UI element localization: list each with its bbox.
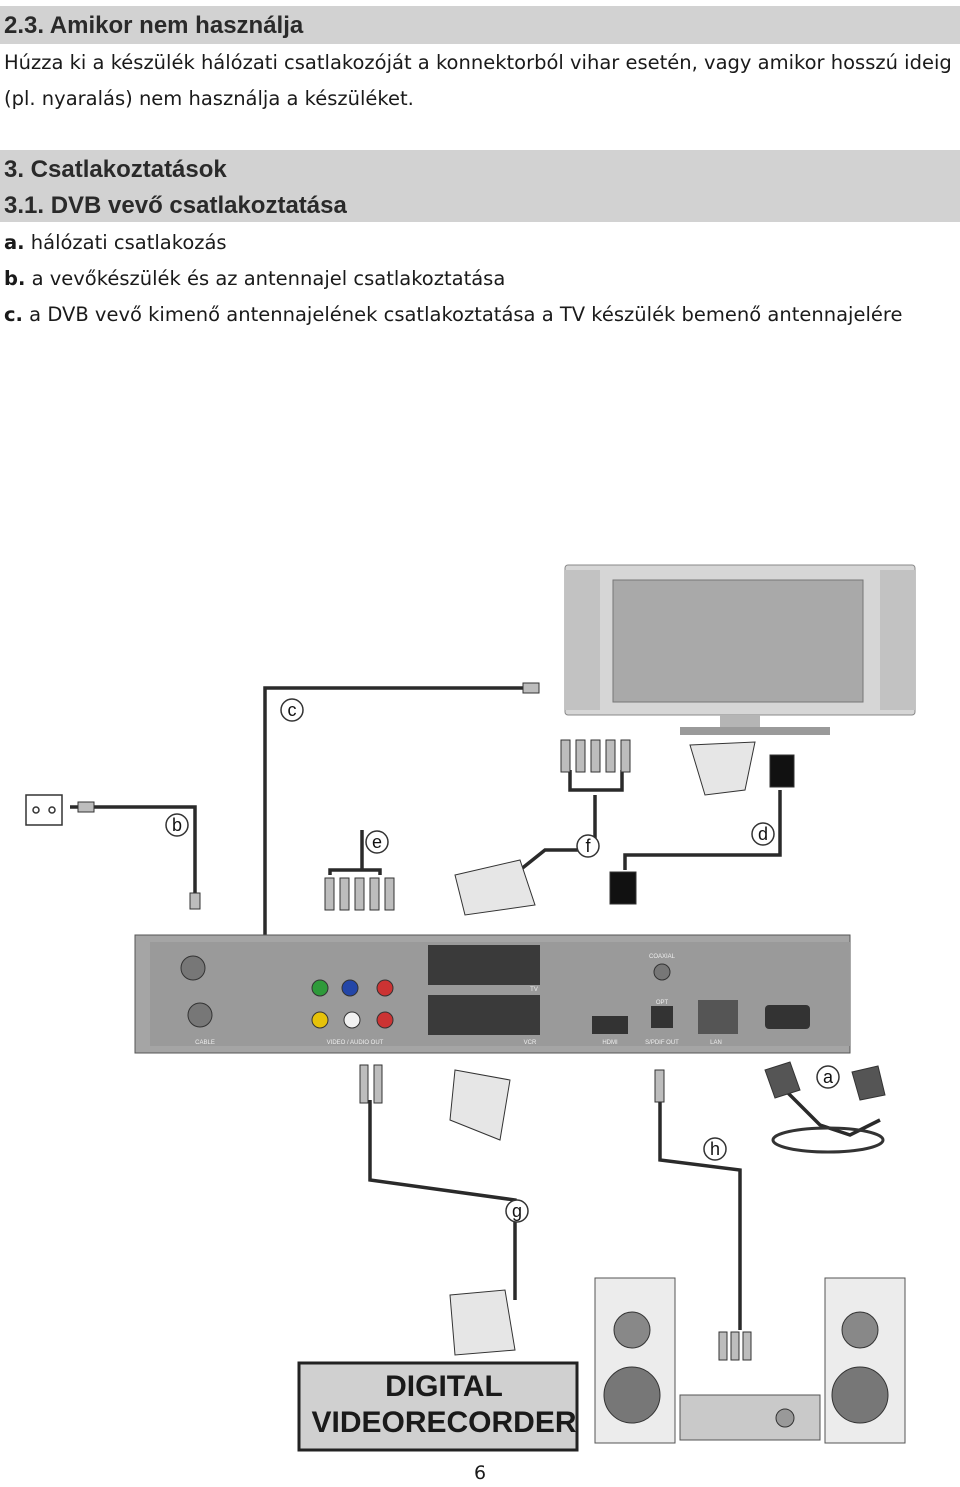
- callout-g: g: [512, 1201, 522, 1221]
- callout-d: d: [758, 824, 768, 844]
- panel-label-lan: LAN: [710, 1040, 722, 1046]
- callout-a: a: [823, 1067, 834, 1087]
- callout-f: f: [585, 836, 591, 856]
- page-number: 6: [473, 1462, 487, 1484]
- hifi-system-illustration: [594, 1277, 906, 1444]
- callout-labels: a b c d e f g h: [165, 698, 840, 1223]
- vcr-label-line2: VIDEORECORDER: [311, 1406, 576, 1439]
- list-text: a DVB vevő kimenő antennajelének csatlak…: [22, 303, 903, 326]
- power-cord-coil: [771, 1126, 885, 1154]
- section-3-header: 3. Csatlakoztatások 3.1. DVB vevő csatla…: [0, 150, 960, 222]
- section-2-3-body: Húzza ki a készülék hálózati csatlakozój…: [4, 51, 952, 110]
- section-3-1-title: 3.1. DVB vevő csatlakoztatása: [4, 192, 347, 219]
- tv-illustration: [564, 564, 916, 735]
- panel-label-hdmi: HDMI: [602, 1040, 618, 1046]
- list-letter: c.: [4, 303, 23, 326]
- panel-label-video-audio: VIDEO / AUDIO OUT: [327, 1040, 384, 1046]
- digital-videorecorder-box: DIGITAL VIDEORECORDER: [297, 1361, 579, 1452]
- callout-e: e: [372, 832, 382, 852]
- panel-label-tv: TV: [530, 987, 538, 993]
- list-text: hálózati csatlakozás: [24, 231, 227, 254]
- callout-c: c: [288, 700, 297, 720]
- connectors: [77, 682, 886, 1361]
- callout-b: b: [172, 815, 182, 835]
- panel-label-opt: OPT: [656, 1000, 669, 1006]
- receiver-rear-panel: CABLE VIDEO / AUDIO OUT TV VCR HDMI S/PD…: [134, 934, 851, 1054]
- panel-label-cable: CABLE: [195, 1040, 215, 1046]
- list-text: a vevőkészülék és az antennajel csatlako…: [25, 267, 506, 290]
- connection-diagram: CABLE VIDEO / AUDIO OUT TV VCR HDMI S/PD…: [25, 564, 916, 1452]
- callout-h: h: [710, 1139, 720, 1159]
- panel-label-spdif: S/PDIF OUT: [645, 1040, 679, 1046]
- section-2-3-title: 2.3. Amikor nem használja: [0, 6, 960, 44]
- list-letter: b.: [4, 267, 26, 290]
- list-item-b: b. a vevőkészülék és az antennajel csatl…: [4, 261, 505, 297]
- list-item-c: c. a DVB vevő kimenő antennajelének csat…: [4, 297, 902, 333]
- panel-label-coaxial: COAXIAL: [649, 954, 676, 960]
- list-letter: a.: [4, 231, 25, 254]
- wall-socket-icon: [25, 794, 63, 826]
- section-3-title: 3. Csatlakoztatások: [4, 156, 227, 183]
- panel-label-vcr: VCR: [524, 1040, 537, 1046]
- vcr-label-line1: DIGITAL: [385, 1370, 503, 1403]
- list-item-a: a. hálózati csatlakozás: [4, 225, 227, 261]
